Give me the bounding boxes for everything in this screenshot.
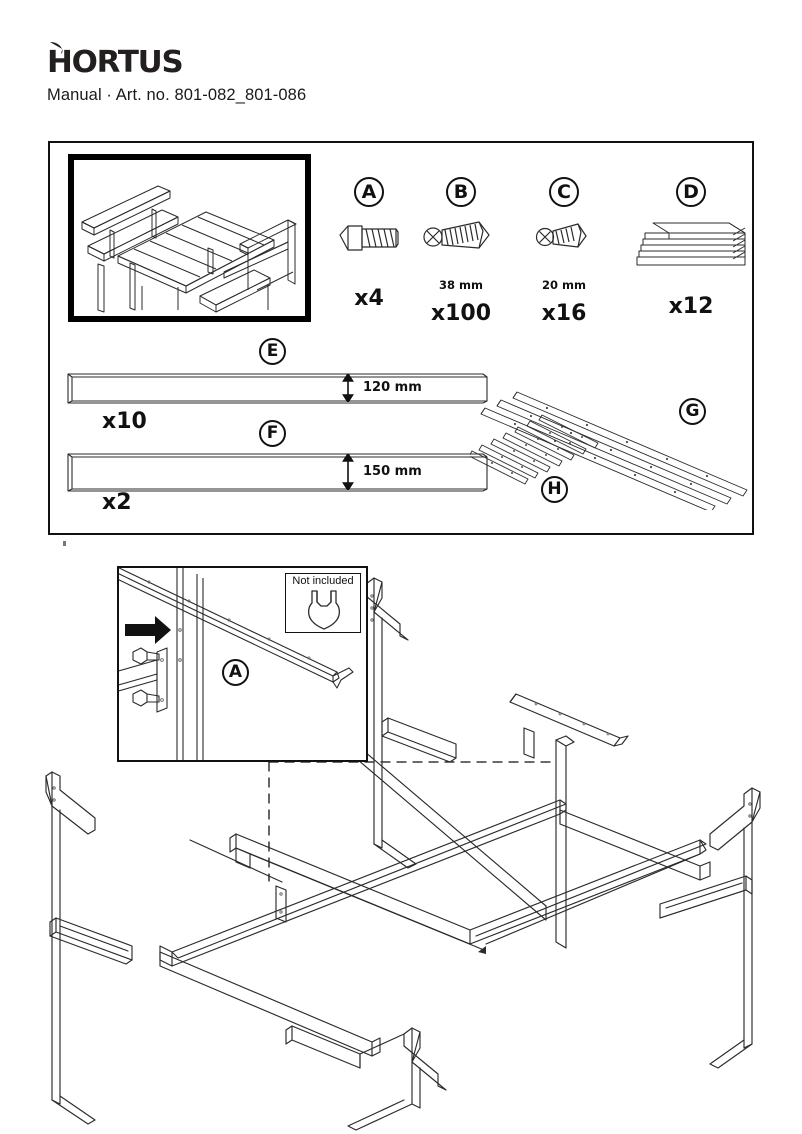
brand-logo: HORTUS bbox=[47, 42, 307, 80]
board-item-f: F 150 mm x2 bbox=[50, 143, 752, 533]
hardware-item-a: A x4 bbox=[333, 177, 405, 311]
detail-inset-panel: Not included A bbox=[117, 566, 368, 762]
part-badge-h: H bbox=[541, 476, 568, 503]
not-included-callout: Not included bbox=[285, 573, 361, 633]
part-badge-b: B bbox=[446, 177, 476, 207]
dimension-label-f: 150 mm bbox=[363, 464, 422, 479]
hardware-item-b: B 38 mm x100 bbox=[418, 177, 504, 326]
part-badge-g: G bbox=[679, 398, 706, 425]
screw-icon-38mm bbox=[418, 215, 504, 277]
dashed-leader-line bbox=[268, 761, 556, 882]
short-slat-group-icon bbox=[470, 414, 599, 485]
manual-article-line: Manual · Art. no. 801-082_801-086 bbox=[47, 86, 307, 104]
dimension-arrow-f bbox=[342, 454, 354, 490]
long-rail-group-icon bbox=[480, 391, 748, 510]
picnic-table-bench-illustration bbox=[81, 185, 297, 313]
not-included-label: Not included bbox=[292, 575, 354, 587]
parts-list-box: A x4 B bbox=[48, 141, 754, 535]
part-qty-c: x16 bbox=[541, 301, 587, 326]
part-badge-e: E bbox=[259, 338, 286, 365]
board-icon-e bbox=[67, 373, 488, 404]
assembly-step-diagram bbox=[0, 548, 802, 1134]
leaf-icon bbox=[50, 42, 63, 54]
hex-bolt-icon bbox=[333, 215, 405, 277]
part-group-g: G bbox=[50, 143, 752, 533]
part-group-h: H bbox=[50, 143, 752, 533]
part-qty-a: x4 bbox=[354, 286, 384, 311]
brand-name: HORTUS bbox=[47, 45, 184, 80]
bracket-bolt-detail-illustration bbox=[119, 568, 354, 760]
hardware-item-d: D x12 bbox=[630, 177, 752, 319]
hardware-item-c: C 20 mm x16 bbox=[526, 177, 602, 326]
part-qty-d: x12 bbox=[668, 294, 714, 319]
part-qty-b: x100 bbox=[430, 301, 492, 326]
part-qty-f: x2 bbox=[102, 490, 132, 515]
inset-part-badge-a: A bbox=[222, 659, 249, 686]
part-badge-d: D bbox=[676, 177, 706, 207]
wrench-icon bbox=[307, 590, 341, 630]
board-icon-f bbox=[67, 453, 488, 492]
dimension-arrow-e bbox=[342, 374, 354, 402]
part-size-c: 20 mm bbox=[542, 278, 586, 292]
part-size-b: 38 mm bbox=[439, 278, 483, 292]
part-badge-c: C bbox=[549, 177, 579, 207]
table-frame-exploded-illustration bbox=[45, 577, 761, 1131]
arrow-right-icon bbox=[125, 616, 171, 644]
part-qty-e: x10 bbox=[102, 409, 147, 434]
dimension-label-e: 120 mm bbox=[363, 380, 422, 395]
part-badge-a: A bbox=[354, 177, 384, 207]
product-preview-thumbnail bbox=[68, 154, 311, 322]
screw-icon-20mm bbox=[526, 215, 602, 277]
board-stack-icon bbox=[630, 215, 752, 285]
board-item-e: E 120 mm x10 bbox=[50, 143, 752, 533]
print-speck bbox=[63, 541, 66, 546]
part-badge-f: F bbox=[259, 420, 286, 447]
